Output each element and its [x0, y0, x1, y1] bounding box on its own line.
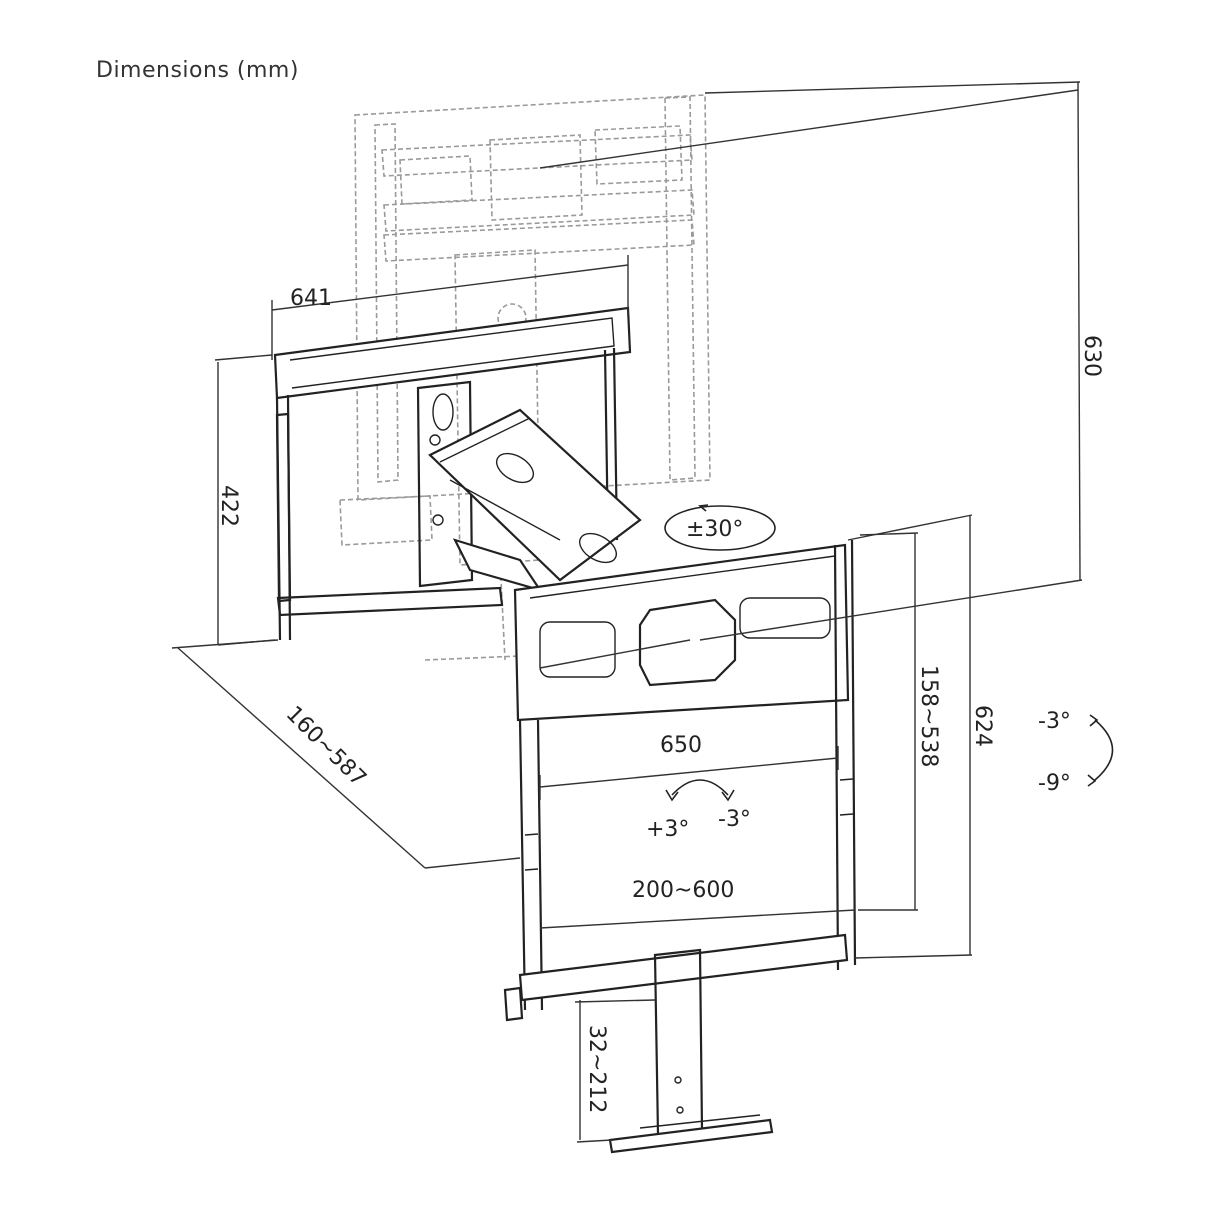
label-height-total: 630: [1079, 335, 1104, 377]
label-width-plate: 650: [660, 733, 702, 758]
label-swivel: ±30°: [686, 517, 743, 542]
dimension-lines: [171, 81, 1083, 1143]
label-range-bottom: 32~212: [584, 1025, 609, 1113]
label-range-horizontal: 200~600: [632, 878, 734, 903]
bottom-stand: [608, 948, 774, 1154]
label-tilt-up: -3°: [1038, 709, 1071, 734]
label-height-plate: 624: [970, 705, 995, 747]
tv-plate: [503, 539, 857, 1022]
label-height-left: 422: [216, 485, 241, 527]
label-width-top: 641: [290, 286, 332, 311]
label-range-vertical: 158~538: [916, 665, 941, 767]
diagram-title: Dimensions (mm): [96, 58, 299, 83]
label-extension: 160~587: [281, 702, 371, 792]
label-level-plus: +3°: [646, 817, 689, 842]
label-tilt-down: -9°: [1038, 771, 1071, 796]
label-level-minus: -3°: [718, 807, 751, 832]
swing-arm: [428, 408, 642, 592]
rotation-arrows: [664, 504, 1114, 802]
wall-frame: [273, 306, 632, 641]
